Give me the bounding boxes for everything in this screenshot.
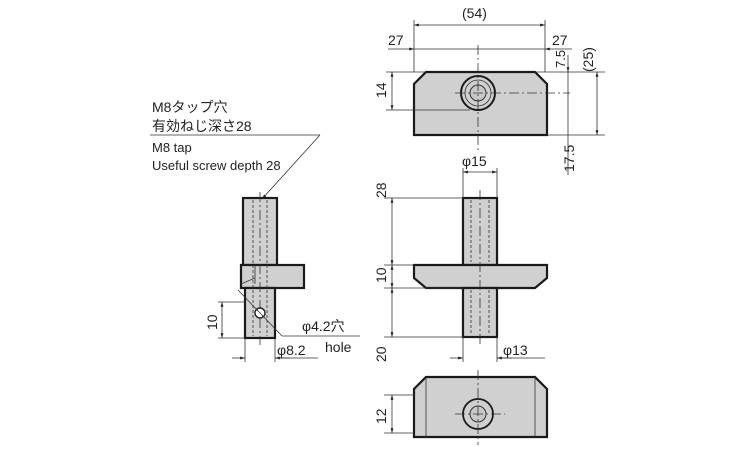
dim-offset: 7.5 (553, 50, 568, 68)
dim-lower-len: 20 (373, 346, 389, 362)
bottom-view: 12 (373, 370, 549, 445)
dim-upper-len: 28 (373, 182, 389, 198)
top-view: (54) 27 27 14 7.5 (25) 17.5 (373, 5, 605, 175)
callout-leader (261, 134, 321, 200)
flange (239, 263, 306, 290)
dim-overall-width: (54) (462, 5, 487, 21)
dim-upper-dia: φ15 (462, 153, 487, 169)
dim-lower: 17.5 (561, 145, 577, 172)
hole-label-jp: φ4.2穴 (302, 318, 345, 334)
callout-en-line2: Useful screw depth 28 (152, 158, 281, 173)
side-view: M8タップ穴 有効ねじ深さ28 M8 tap Useful screw dept… (150, 99, 360, 362)
callout-jp-line2: 有効ねじ深さ28 (152, 118, 252, 134)
callout-en-line1: M8 tap (152, 140, 192, 155)
flange (412, 263, 549, 290)
dim-overall-depth: (25) (580, 47, 596, 72)
dim-right-half: 27 (552, 32, 568, 48)
hole-label-en: hole (325, 339, 352, 355)
dim-hole-height: 14 (373, 82, 389, 98)
dim-flange: 10 (373, 267, 389, 283)
dim-lower-dia: φ13 (503, 342, 528, 358)
dim-shaft-dia: φ8.2 (277, 342, 306, 358)
callout-jp-line1: M8タップ穴 (152, 99, 227, 115)
dim-height: 12 (373, 408, 389, 424)
dim-hole-height: 10 (204, 314, 220, 330)
dim-left-half: 27 (388, 32, 404, 48)
front-view: φ15 28 10 20 φ13 (373, 153, 549, 362)
